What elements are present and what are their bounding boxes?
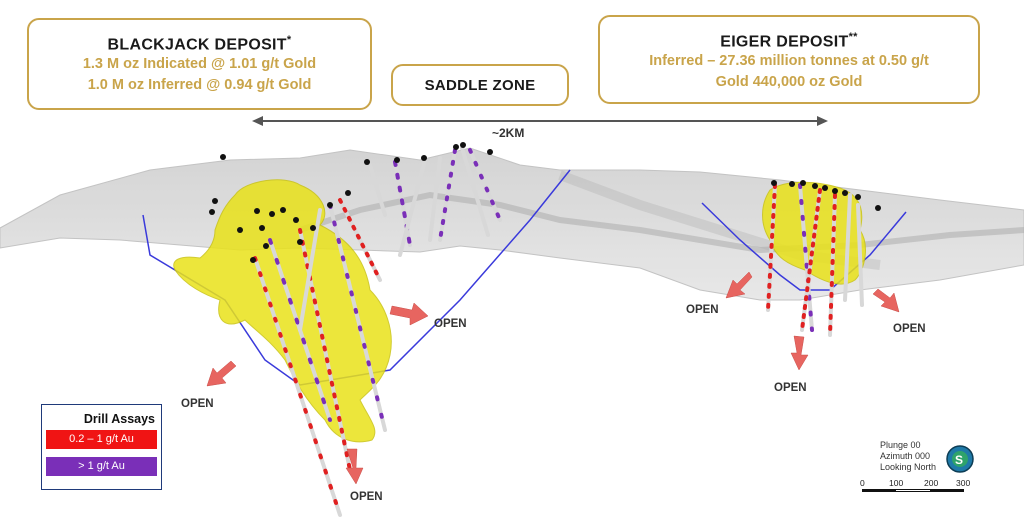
scale-tick-100: 100 (889, 478, 904, 488)
eiger-drill-holes (766, 183, 864, 337)
eiger-gold: Gold 440,000 oz Gold (715, 74, 863, 91)
open-arrow-6 (872, 288, 900, 313)
saddle-zone-box: SADDLE ZONE (391, 64, 569, 106)
eiger-collars (771, 180, 881, 211)
eiger-pit-shell (701, 202, 907, 291)
blackjack-indicated: 1.3 M oz Indicated @ 1.01 g/t Gold (82, 56, 317, 73)
eiger-deposit-box: EIGER DEPOSIT** Inferred – 27.36 million… (598, 15, 980, 104)
scale-tick-200: 200 (924, 478, 939, 488)
legend-title: Drill Assays (83, 412, 155, 426)
open-label-4: OPEN (686, 304, 719, 316)
blackjack-deposit-box: BLACKJACK DEPOSIT* 1.3 M oz Indicated @ … (27, 18, 372, 110)
terrain-ridge (299, 191, 1024, 254)
scale-bar-seg-2 (896, 489, 930, 492)
open-arrow-2 (206, 360, 237, 387)
view-info: Plunge 00 Azimuth 000 Looking North (880, 440, 936, 473)
open-arrow-4 (725, 271, 753, 299)
open-arrow-1 (389, 302, 429, 326)
svg-text:S: S (955, 453, 963, 467)
eiger-inferred: Inferred – 27.36 million tonnes at 0.50 … (649, 53, 929, 70)
blackjack-drill-holes (253, 146, 502, 517)
legend-item-high: > 1 g/t Au (46, 457, 157, 476)
blackjack-title: BLACKJACK DEPOSIT* (107, 34, 292, 54)
distance-arrow-right-head (817, 116, 828, 126)
open-label-6: OPEN (893, 323, 926, 335)
open-arrow-5 (790, 335, 809, 371)
distance-label: ~2KM (492, 126, 525, 140)
scale-tick-300: 300 (956, 478, 971, 488)
blackjack-inferred: 1.0 M oz Inferred @ 0.94 g/t Gold (87, 77, 312, 94)
blackjack-collars (209, 142, 493, 263)
saddle-zone-title: SADDLE ZONE (424, 77, 536, 94)
eiger-title: EIGER DEPOSIT** (720, 31, 858, 51)
scale-tick-0: 0 (860, 478, 865, 488)
open-label-3: OPEN (350, 491, 383, 503)
open-arrow-3 (345, 448, 364, 485)
open-label-1: OPEN (434, 318, 467, 330)
distance-arrow-left-head (252, 116, 263, 126)
looking-text: Looking North (880, 462, 937, 472)
scale-bar-seg-3 (930, 489, 964, 492)
open-label-5: OPEN (774, 382, 807, 394)
azimuth-text: Azimuth 000 (880, 451, 931, 461)
open-arrows (206, 271, 900, 485)
legend-item-low: 0.2 – 1 g/t Au (46, 430, 157, 449)
drill-assays-legend: Drill Assays 0.2 – 1 g/t Au > 1 g/t Au (41, 404, 162, 490)
terrain-surface (0, 147, 1024, 301)
open-label-2: OPEN (181, 398, 214, 410)
plunge-text: Plunge 00 (880, 440, 921, 450)
scale-bar-seg-1 (862, 489, 896, 492)
